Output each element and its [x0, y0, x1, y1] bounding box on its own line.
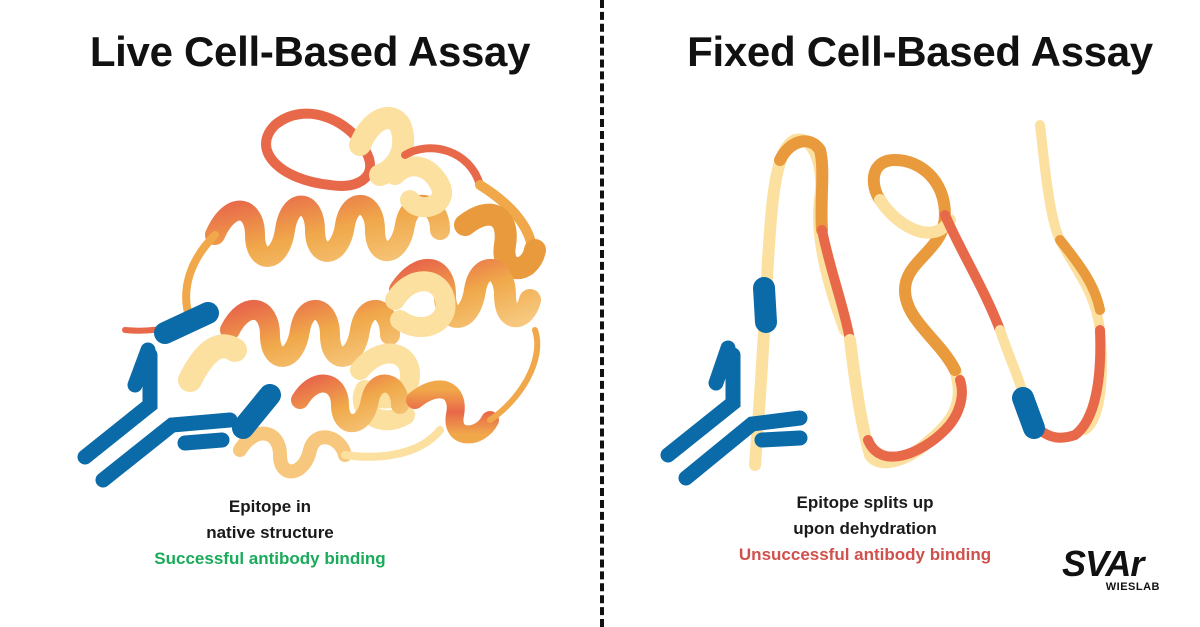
- antibody-icon: [660, 277, 1045, 486]
- antibody-icon: [77, 302, 281, 488]
- live-assay-caption: Epitope in native structure Successful a…: [60, 494, 480, 572]
- logo-wordmark: SVAr: [1062, 543, 1144, 584]
- unfolded-protein-icon: [749, 120, 1107, 471]
- panel-divider: [600, 0, 604, 627]
- caption-line: Epitope splits up: [796, 493, 934, 512]
- caption-line: Epitope in: [228, 497, 312, 516]
- svar-wieslab-logo: SVAr WIESLAB: [1062, 546, 1162, 596]
- live-assay-title: Live Cell-Based Assay: [89, 28, 531, 75]
- fixed-assay-caption: Epitope splits up upon dehydration Unsuc…: [650, 490, 1080, 568]
- binding-result-failure: Unsuccessful antibody binding: [738, 545, 992, 564]
- fixed-assay-title: Fixed Cell-Based Assay: [687, 28, 1153, 75]
- caption-line: upon dehydration: [793, 519, 937, 538]
- caption-line: native structure: [206, 523, 334, 542]
- logo-subtitle: WIESLAB: [1105, 581, 1160, 593]
- binding-result-success: Successful antibody binding: [154, 549, 386, 568]
